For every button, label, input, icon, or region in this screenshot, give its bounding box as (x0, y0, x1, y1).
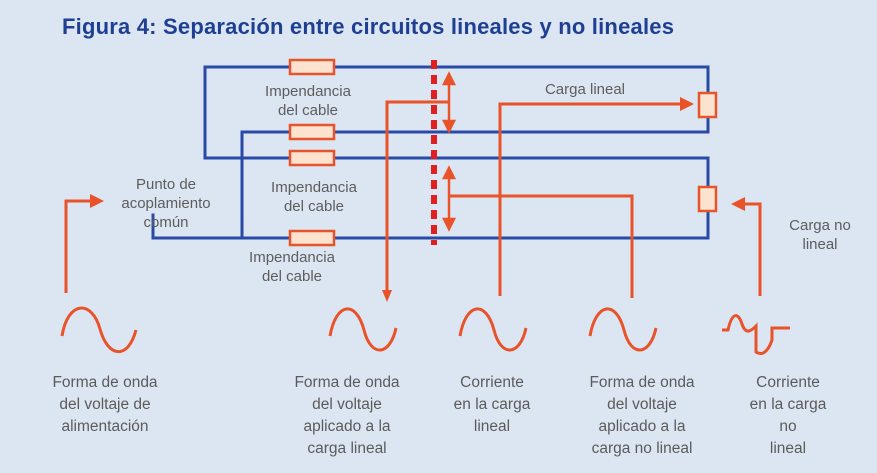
impedance-label-middle: Impendancia del cable (271, 179, 357, 215)
arrowhead (441, 165, 457, 180)
arrowhead (441, 71, 457, 86)
loads (697, 91, 718, 213)
figure-title: Figura 4: Separación entre circuitos lin… (62, 14, 675, 39)
connector-arrowheads (90, 97, 745, 302)
linear-load-label: Carga lineal (544, 81, 626, 98)
connector-current-linear (498, 102, 682, 296)
connector-supply-voltage (64, 199, 92, 293)
caption-voltage-linear: Forma de onda del voltaje aplicado a la … (294, 374, 400, 457)
waveform-current-linear (458, 307, 528, 352)
arrowhead (680, 97, 694, 111)
waveform-supply-voltage (60, 306, 138, 354)
caption-voltage-nonlinear: Forma de onda del voltaje aplicado a la … (589, 374, 695, 457)
circuit-wires (151, 65, 710, 240)
waveforms (60, 306, 790, 355)
pcc-label: Punto de acoplamiento común (121, 176, 211, 231)
double-arrows (441, 71, 457, 232)
impedance-label-bottom: Impendancia del cable (249, 249, 335, 285)
caption-current-linear: Corriente en la carga lineal (453, 374, 531, 435)
connector-voltage-nonlinear (449, 194, 634, 298)
impedance-label-top: Impendancia del cable (265, 83, 351, 119)
impedance-resistor (288, 229, 336, 247)
wire-nonlinear-return (151, 204, 710, 240)
arrowhead (441, 217, 457, 232)
arrowhead (90, 194, 104, 208)
arrowhead (382, 290, 392, 302)
cable-impedances (288, 58, 336, 247)
caption-current-nonlinear: Corriente en la carga no lineal (749, 374, 827, 457)
caption-supply-voltage: Forma de onda del voltaje de alimentació… (52, 374, 158, 435)
wire-linear-return (240, 110, 710, 192)
waveform-current-nonlinear (722, 314, 790, 355)
waveform-voltage-linear (328, 307, 398, 352)
impedance-resistor (288, 58, 336, 76)
arrowhead (441, 119, 457, 134)
connector-current-nonlinear (743, 202, 762, 296)
linear-load-resistor (697, 91, 718, 119)
nonlinear-load-resistor (697, 185, 718, 213)
wire-linear-top (203, 65, 710, 160)
wire-nonlinear-top (203, 156, 710, 192)
impedance-resistor (288, 123, 336, 141)
nonlinear-load-label: Carga no lineal (789, 217, 851, 253)
waveform-voltage-nonlinear (588, 307, 658, 352)
connector-voltage-linear (385, 100, 449, 296)
signal-connectors (64, 100, 762, 298)
arrowhead (731, 197, 745, 211)
impedance-resistor (288, 149, 336, 167)
